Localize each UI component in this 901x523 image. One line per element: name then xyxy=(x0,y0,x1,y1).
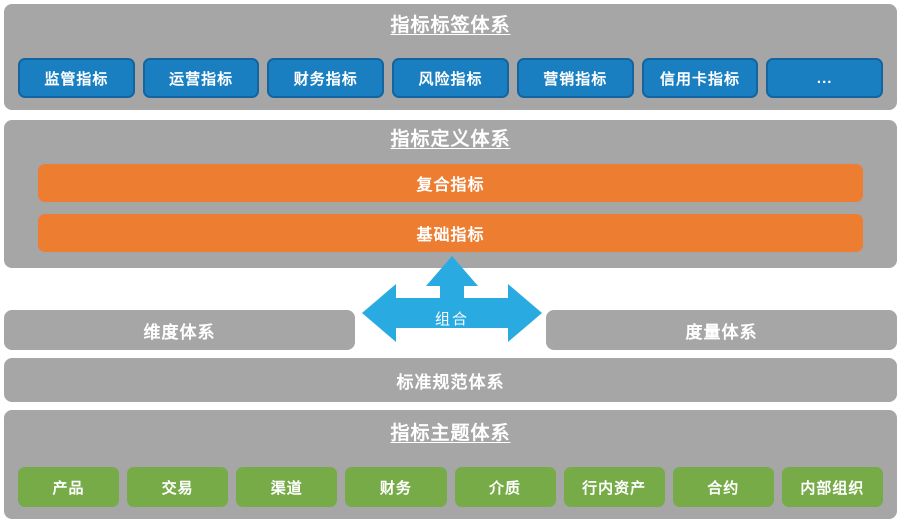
chip-marketing-metrics[interactable]: 营销指标 xyxy=(516,58,634,98)
chip-more-metrics[interactable]: ... xyxy=(766,58,884,98)
panel-definition-system: 指标定义体系 复合指标 基础指标 xyxy=(4,120,897,268)
panel-standards-system-title: 标准规范体系 xyxy=(396,372,505,392)
chip-channel[interactable]: 渠道 xyxy=(236,467,338,507)
chip-transaction[interactable]: 交易 xyxy=(127,467,229,507)
panel-label-system-title: 指标标签体系 xyxy=(390,15,511,36)
bar-composite-metric[interactable]: 复合指标 xyxy=(38,164,863,202)
panel-dimension-system: 维度体系 xyxy=(4,310,355,350)
chip-internal-assets[interactable]: 行内资产 xyxy=(563,467,665,507)
tri-arrow-icon xyxy=(362,256,542,342)
chip-finance[interactable]: 财务 xyxy=(345,467,447,507)
panel-subject-system: 指标主题体系 产品 交易 渠道 财务 介质 行内资产 合约 内部组织 xyxy=(4,410,897,519)
chip-operations-metrics[interactable]: 运营指标 xyxy=(142,58,260,98)
label-system-chip-row: 监管指标 运营指标 财务指标 风险指标 营销指标 信用卡指标 ... xyxy=(18,58,884,98)
chip-regulatory-metrics[interactable]: 监管指标 xyxy=(18,58,135,98)
chip-medium[interactable]: 介质 xyxy=(454,467,556,507)
panel-definition-system-title: 指标定义体系 xyxy=(390,129,511,150)
subject-system-chip-row: 产品 交易 渠道 财务 介质 行内资产 合约 内部组织 xyxy=(18,467,883,507)
panel-label-system: 指标标签体系 监管指标 运营指标 财务指标 风险指标 营销指标 信用卡指标 ..… xyxy=(4,4,897,110)
panel-dimension-system-title: 维度体系 xyxy=(143,322,216,342)
panel-subject-system-title: 指标主题体系 xyxy=(390,423,511,444)
panel-standards-system: 标准规范体系 xyxy=(4,358,897,402)
panel-measure-system: 度量体系 xyxy=(546,310,897,350)
chip-contract[interactable]: 合约 xyxy=(672,467,774,507)
panel-measure-system-title: 度量体系 xyxy=(685,322,758,342)
chip-risk-metrics[interactable]: 风险指标 xyxy=(392,58,509,98)
chip-product[interactable]: 产品 xyxy=(18,467,120,507)
chip-internal-organization[interactable]: 内部组织 xyxy=(781,467,883,507)
chip-credit-card-metrics[interactable]: 信用卡指标 xyxy=(641,58,759,98)
chip-finance-metrics[interactable]: 财务指标 xyxy=(267,58,385,98)
bar-basic-metric[interactable]: 基础指标 xyxy=(38,214,863,252)
combine-arrow: 组合 xyxy=(362,256,542,356)
